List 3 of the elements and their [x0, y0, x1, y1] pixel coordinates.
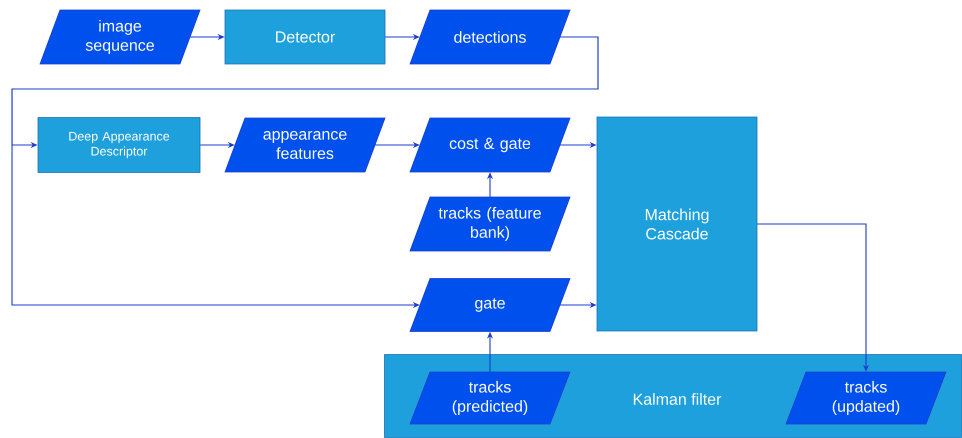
process-box: Detector — [224, 10, 386, 64]
process-box: Deep Appearance Descriptor — [38, 117, 200, 173]
process-box: Matching Cascade — [596, 116, 758, 332]
